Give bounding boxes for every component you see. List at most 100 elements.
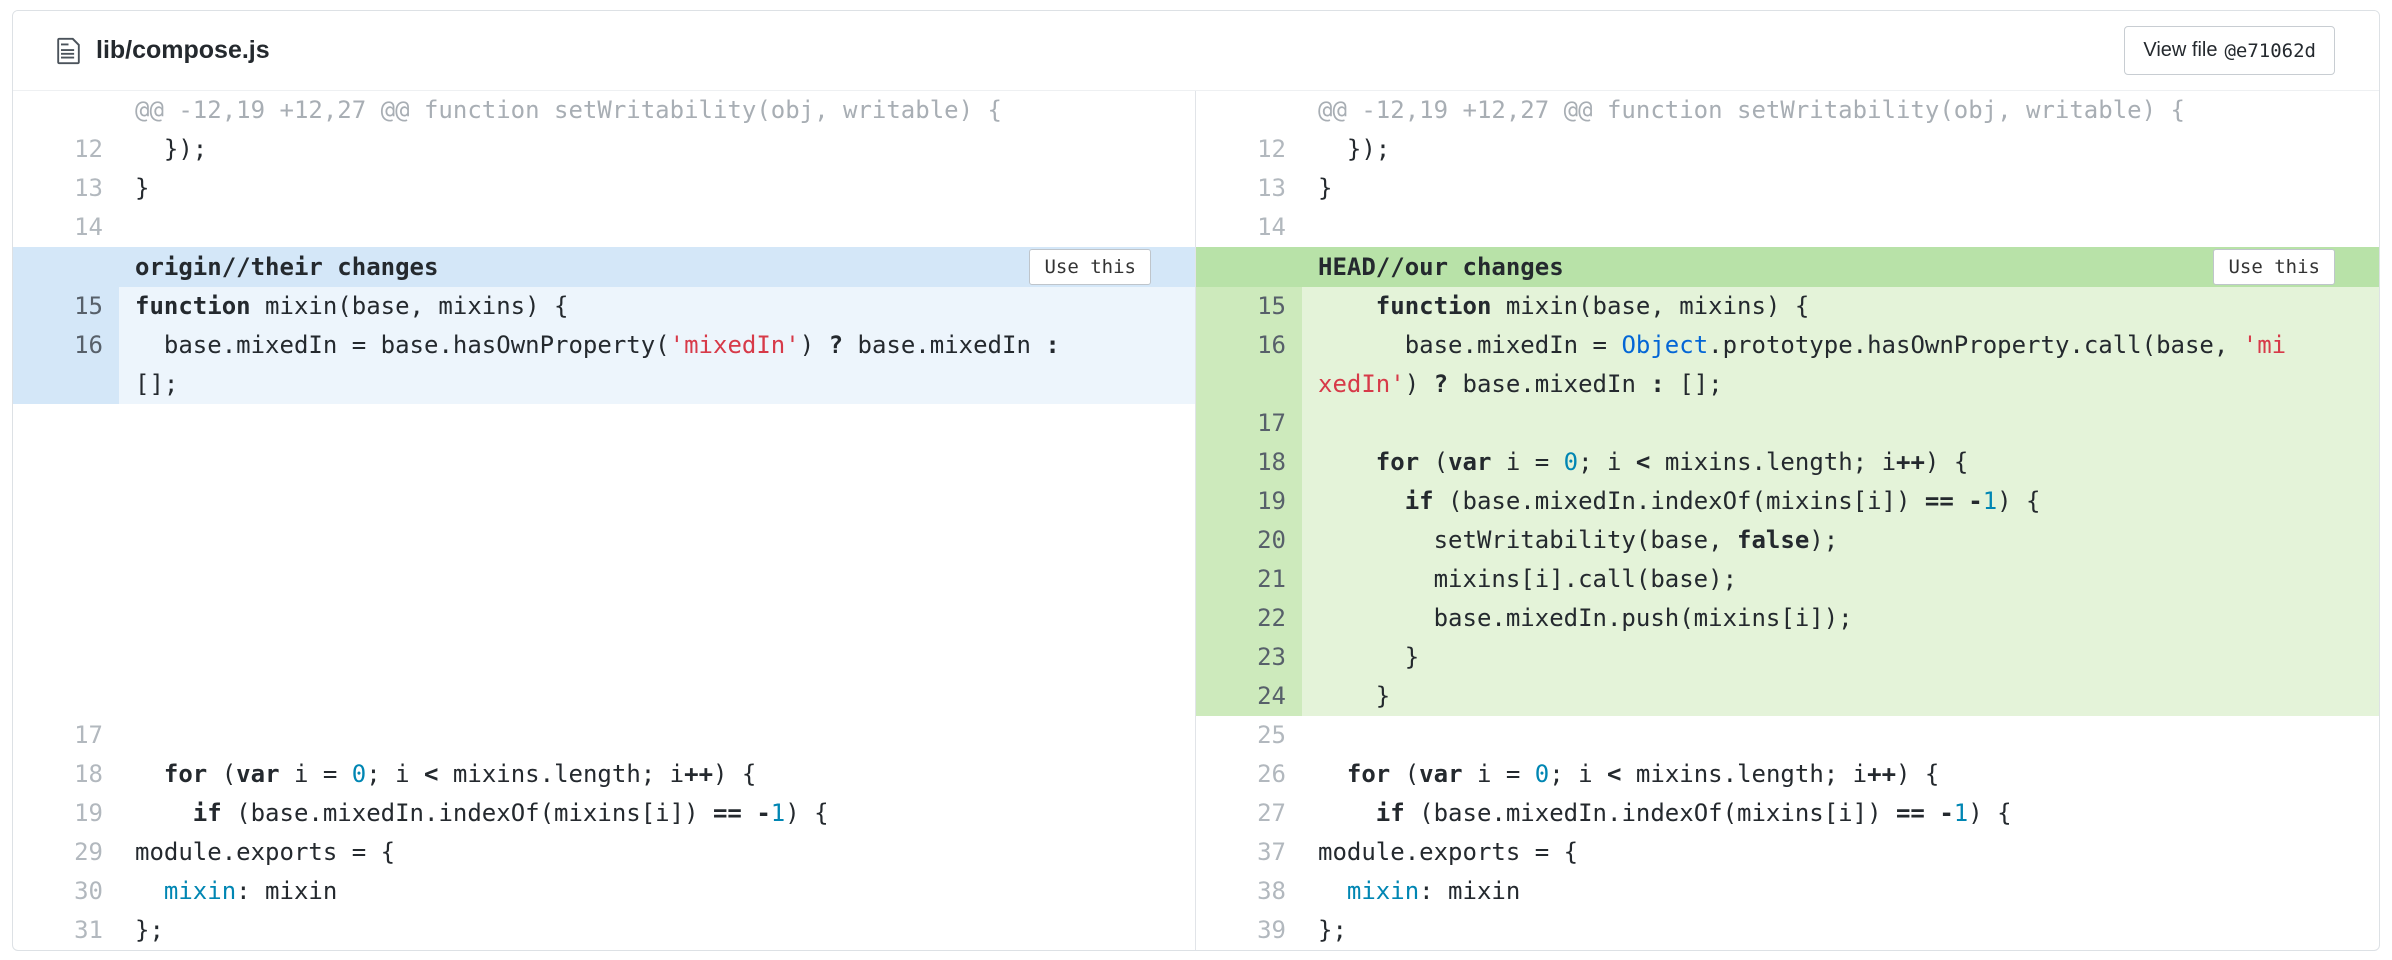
code-token: -: [1939, 799, 1954, 827]
use-this-button-ours[interactable]: Use this: [2213, 249, 2335, 285]
code-token: base.mixedIn =: [1318, 331, 1622, 359]
code-text: };: [135, 911, 1107, 950]
code-token: ): [799, 331, 829, 359]
code-token: ) {: [785, 799, 829, 827]
code-line-right-20: 20 setWritability(base, false);: [1196, 521, 2379, 560]
file-conflict-panel: lib/compose.js View file @e71062d @@ -12…: [12, 10, 2380, 951]
code-token: [];: [135, 331, 1075, 398]
code-cell: module.exports = {: [1302, 833, 2379, 872]
line-number: 39: [1257, 916, 1286, 944]
code-token: ++: [1867, 760, 1897, 788]
code-line-left-16: 16 base.mixedIn = base.hasOwnProperty('m…: [13, 326, 1195, 404]
code-line-right-24: 24 }: [1196, 677, 2379, 716]
line-number: 17: [74, 721, 103, 749]
hunk-header-text: @@ -12,19 +12,27 @@ function setWritabil…: [1318, 96, 2185, 124]
code-token: (: [1390, 760, 1420, 788]
line-number: 12: [74, 135, 103, 163]
code-token: ): [1404, 370, 1434, 398]
code-token: if: [192, 799, 222, 827]
code-text: if (base.mixedIn.indexOf(mixins[i]) == -…: [135, 794, 1107, 833]
line-number: 25: [1257, 721, 1286, 749]
code-token: [135, 760, 164, 788]
code-token: module.exports = {: [1318, 838, 1579, 866]
code-token: ++: [1896, 448, 1925, 476]
code-token: );: [1809, 526, 1839, 554]
code-token: base.mixedIn.push(mixins[i]);: [1318, 604, 1853, 632]
code-text: }: [1318, 638, 2290, 677]
code-text: }: [1318, 677, 2290, 716]
code-token: base.mixedIn = base.hasOwnProperty(: [135, 331, 670, 359]
code-token: [1318, 292, 1376, 320]
code-token: [1954, 487, 1968, 515]
line-number: 13: [74, 174, 103, 202]
line-number: 19: [74, 799, 103, 827]
code-token: }: [1318, 682, 1391, 710]
code-cell: }: [119, 169, 1195, 208]
code-line-right-19: 19 if (base.mixedIn.indexOf(mixins[i]) =…: [1196, 482, 2379, 521]
code-token: var: [1448, 448, 1492, 476]
code-token: ) {: [1968, 799, 2012, 827]
code-token: module.exports = {: [135, 838, 396, 866]
diff-column-theirs: @@ -12,19 +12,27 @@ function setWritabil…: [13, 91, 1196, 950]
code-text: base.mixedIn = Object.prototype.hasOwnPr…: [1318, 326, 2290, 404]
line-number: 16: [13, 326, 119, 404]
code-text: base.mixedIn.push(mixins[i]);: [1318, 599, 2290, 638]
code-token: ) {: [1924, 448, 1969, 476]
conflict-spacer: [13, 404, 1195, 716]
code-cell: [1302, 716, 2379, 755]
code-text: base.mixedIn = base.hasOwnProperty('mixe…: [135, 326, 1107, 404]
code-token: (base.mixedIn.indexOf(mixins[i]): [1404, 799, 1896, 827]
code-text: }: [135, 169, 1107, 208]
code-token: mixins.length; i: [438, 760, 685, 788]
code-token: ) {: [1896, 760, 1940, 788]
code-token: 1: [770, 799, 786, 827]
code-cell: for (var i = 0; i < mixins.length; i++) …: [1302, 755, 2379, 794]
file-header: lib/compose.js View file @e71062d: [13, 11, 2379, 91]
code-cell: mixins[i].call(base);: [1302, 560, 2379, 599]
line-number: 26: [1257, 760, 1286, 788]
code-token: [1318, 760, 1347, 788]
code-cell: mixin: mixin: [1302, 872, 2379, 911]
line-number: 14: [74, 213, 103, 241]
code-line-right-18: 18 for (var i = 0; i < mixins.length; i+…: [1196, 443, 2379, 482]
code-token: [742, 799, 756, 827]
code-cell: module.exports = {: [119, 833, 1195, 872]
line-number: 24: [1196, 677, 1302, 716]
code-cell: });: [119, 130, 1195, 169]
code-token: base.mixedIn: [1448, 370, 1651, 398]
use-this-button-theirs[interactable]: Use this: [1029, 249, 1151, 285]
code-token: for: [1346, 760, 1391, 788]
code-text: module.exports = {: [135, 833, 1107, 872]
file-name: lib/compose.js: [96, 36, 270, 64]
code-cell: [119, 208, 1195, 247]
code-text: if (base.mixedIn.indexOf(mixins[i]) == -…: [1318, 794, 2290, 833]
code-cell: mixin: mixin: [119, 872, 1195, 911]
code-token: mixin: [163, 877, 237, 905]
line-number: 18: [1196, 443, 1302, 482]
view-file-ref: @e71062d: [2224, 39, 2316, 62]
code-cell: [1302, 208, 2379, 247]
code-token: ; i: [1578, 448, 1636, 476]
line-number: 14: [1257, 213, 1286, 241]
code-text: module.exports = {: [1318, 833, 2290, 872]
code-cell: [1302, 404, 2379, 443]
code-token: mixins.length; i: [1650, 448, 1897, 476]
line-number: 30: [74, 877, 103, 905]
conflict-label-ours: HEAD//our changes: [1318, 253, 1564, 281]
code-token: mixin: [1346, 877, 1420, 905]
line-number: 29: [74, 838, 103, 866]
code-token: [135, 877, 164, 905]
file-icon: [57, 36, 80, 66]
code-token: i =: [1491, 448, 1564, 476]
view-file-button[interactable]: View file @e71062d: [2124, 26, 2335, 75]
code-token: [1318, 877, 1347, 905]
code-token: 1: [1953, 799, 1969, 827]
code-line-right-12: 12 });: [1196, 130, 2379, 169]
code-token: [1318, 487, 1405, 515]
code-token: ?: [1433, 370, 1449, 398]
line-number: [13, 91, 119, 130]
code-token: }: [135, 174, 150, 202]
view-file-label: View file: [2143, 39, 2218, 61]
